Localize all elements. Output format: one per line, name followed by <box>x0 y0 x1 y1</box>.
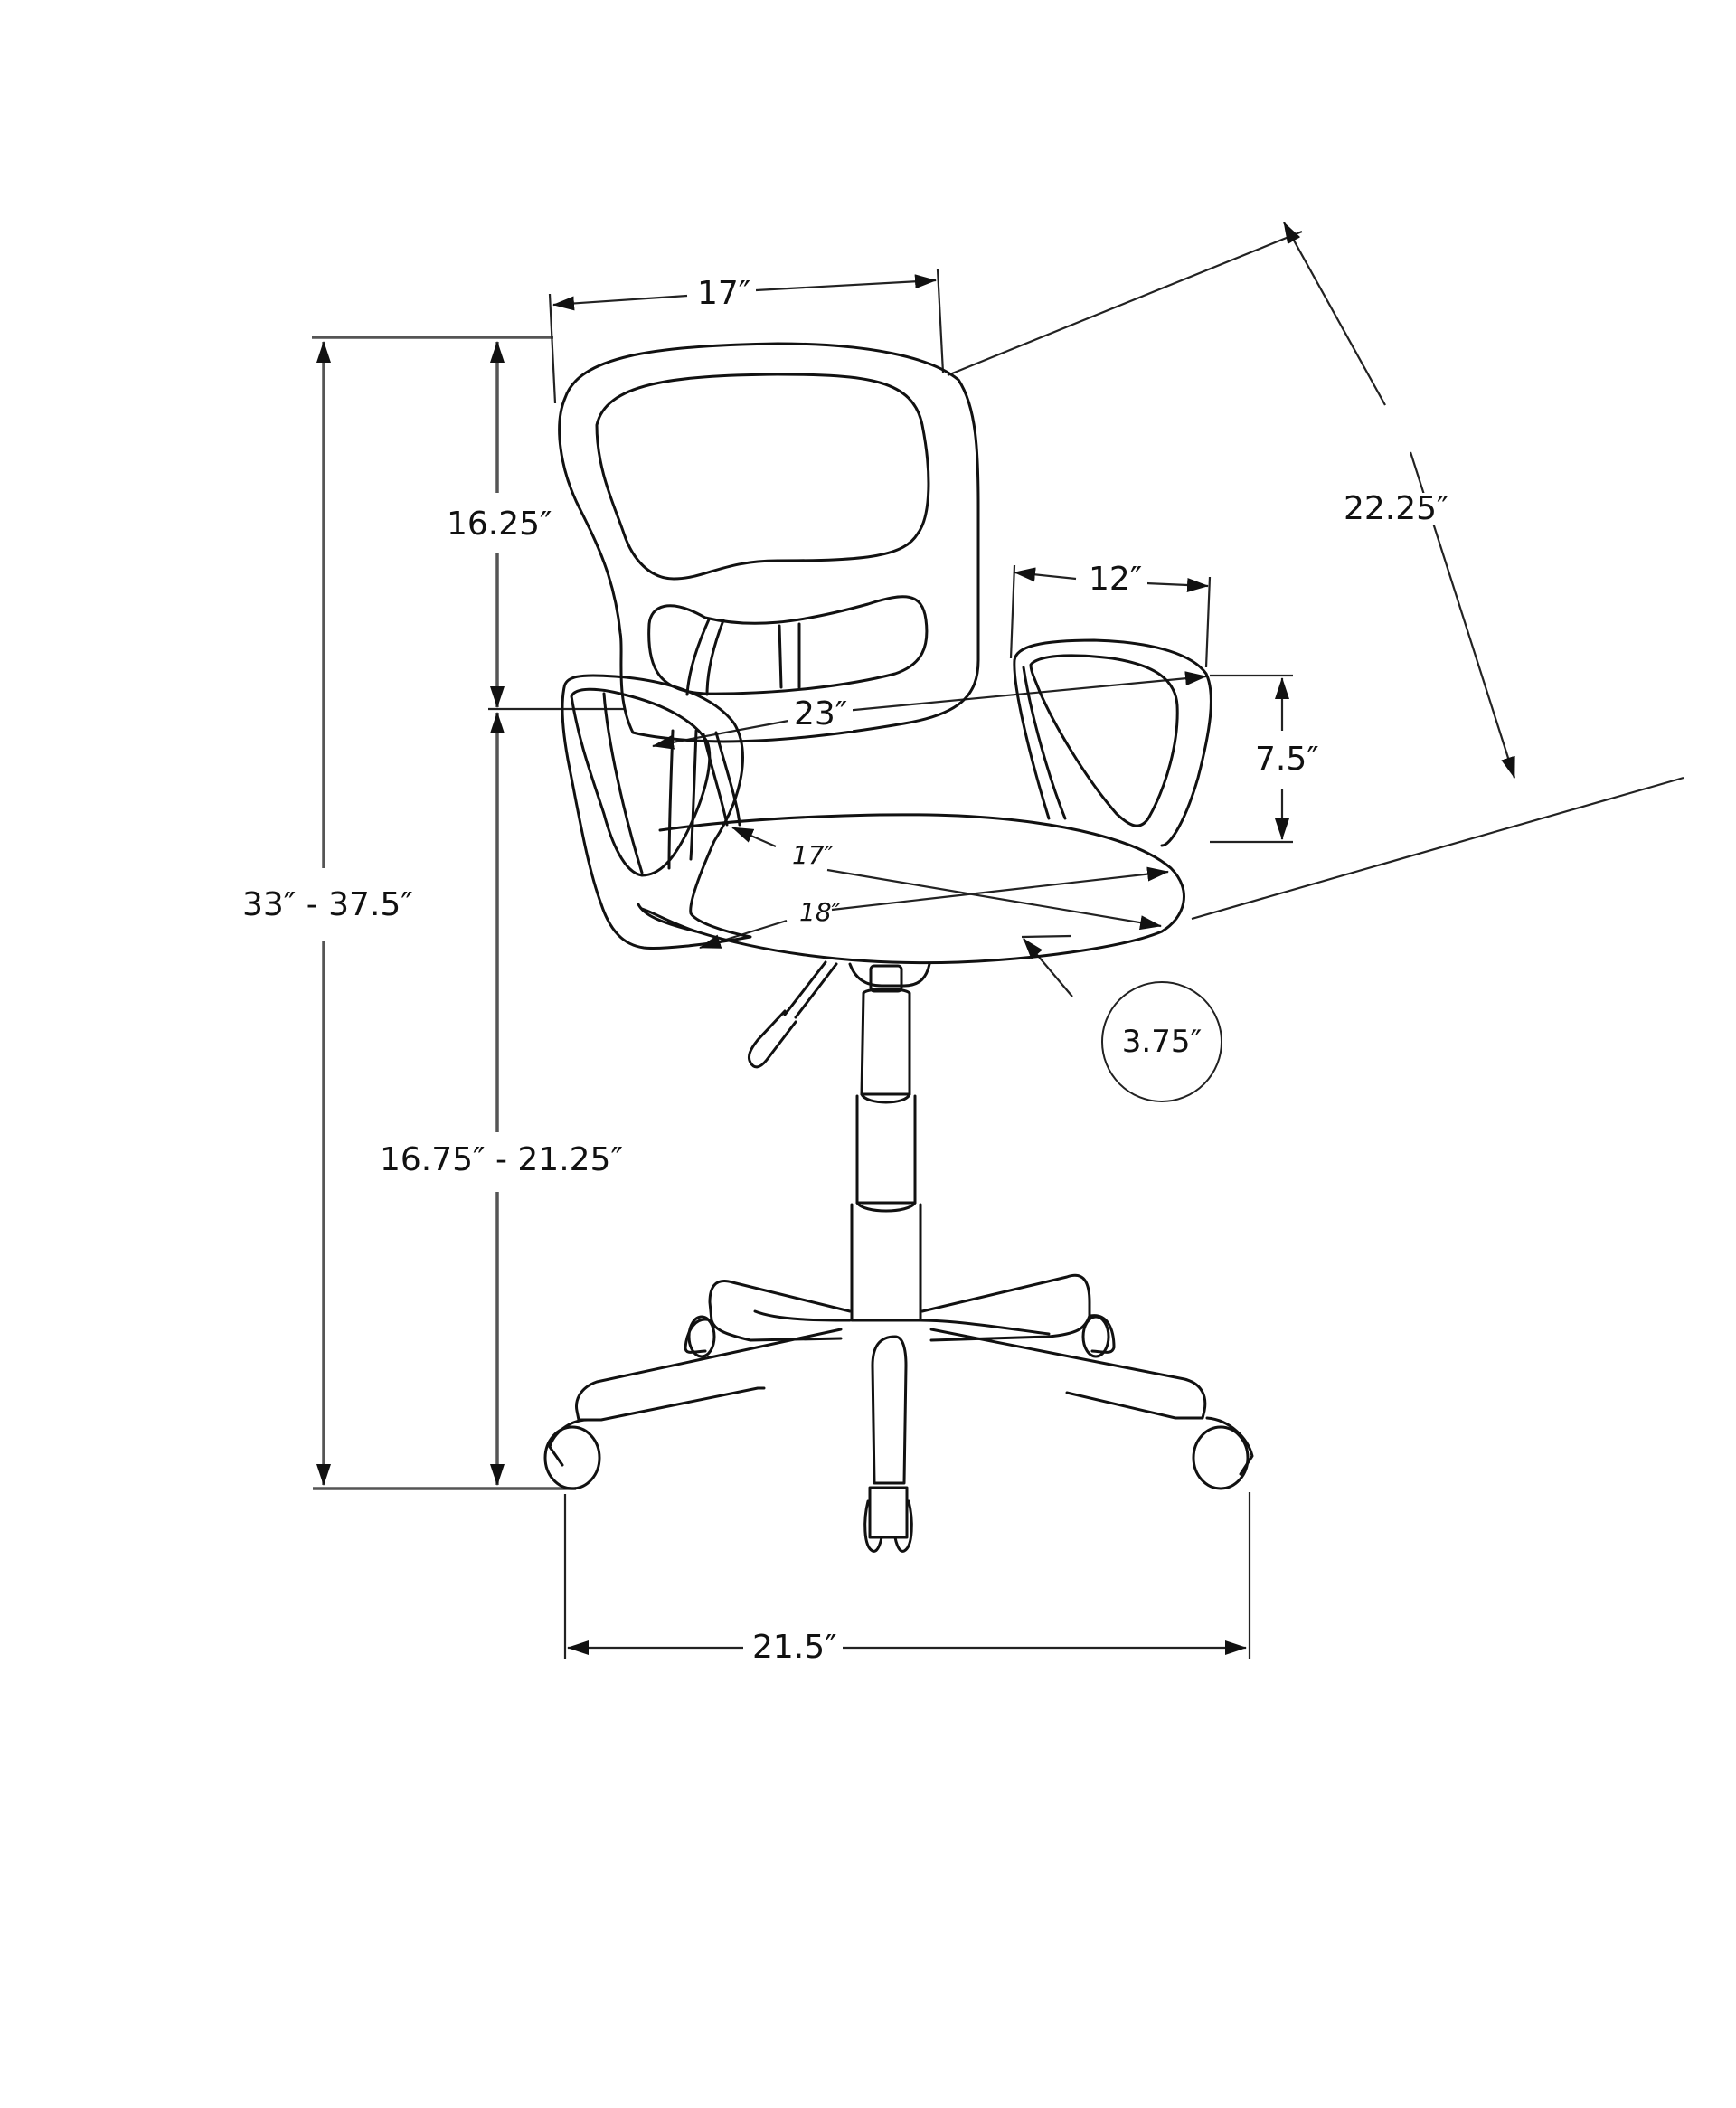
chair-left-armrest <box>561 674 752 950</box>
chair-gas-lift <box>747 960 931 1322</box>
dim-width-between-arms-label: 23″ <box>788 698 854 731</box>
dim-armrest-height-label: 7.5″ <box>1250 743 1325 776</box>
chair-seat <box>637 813 1185 965</box>
dim-seat-depth-label: 17″ <box>792 840 835 870</box>
chair-right-armrest <box>1013 638 1212 847</box>
dimension-lines <box>312 222 1684 1659</box>
dim-seat-height-label: 16.75″ - 21.25″ <box>374 1144 628 1177</box>
dim-back-height-label: 16.25″ <box>441 508 558 541</box>
dim-back-depth-diagonal-label: 22.25″ <box>1338 493 1455 525</box>
dim-seat-thickness-callout: 3.75″ <box>1101 981 1222 1102</box>
chair-backrest <box>558 342 980 827</box>
dim-armrest-length-label: 12″ <box>1083 563 1148 596</box>
dim-seat-width-label: 18″ <box>799 897 842 927</box>
dim-seat-thickness-label: 3.75″ <box>1121 1024 1203 1060</box>
chair-base <box>543 1273 1254 1553</box>
dim-base-width-label: 21.5″ <box>747 1631 843 1664</box>
dim-overall-height-label: 33″ - 37.5″ <box>237 889 419 922</box>
dim-back-width-label: 17″ <box>692 278 757 310</box>
